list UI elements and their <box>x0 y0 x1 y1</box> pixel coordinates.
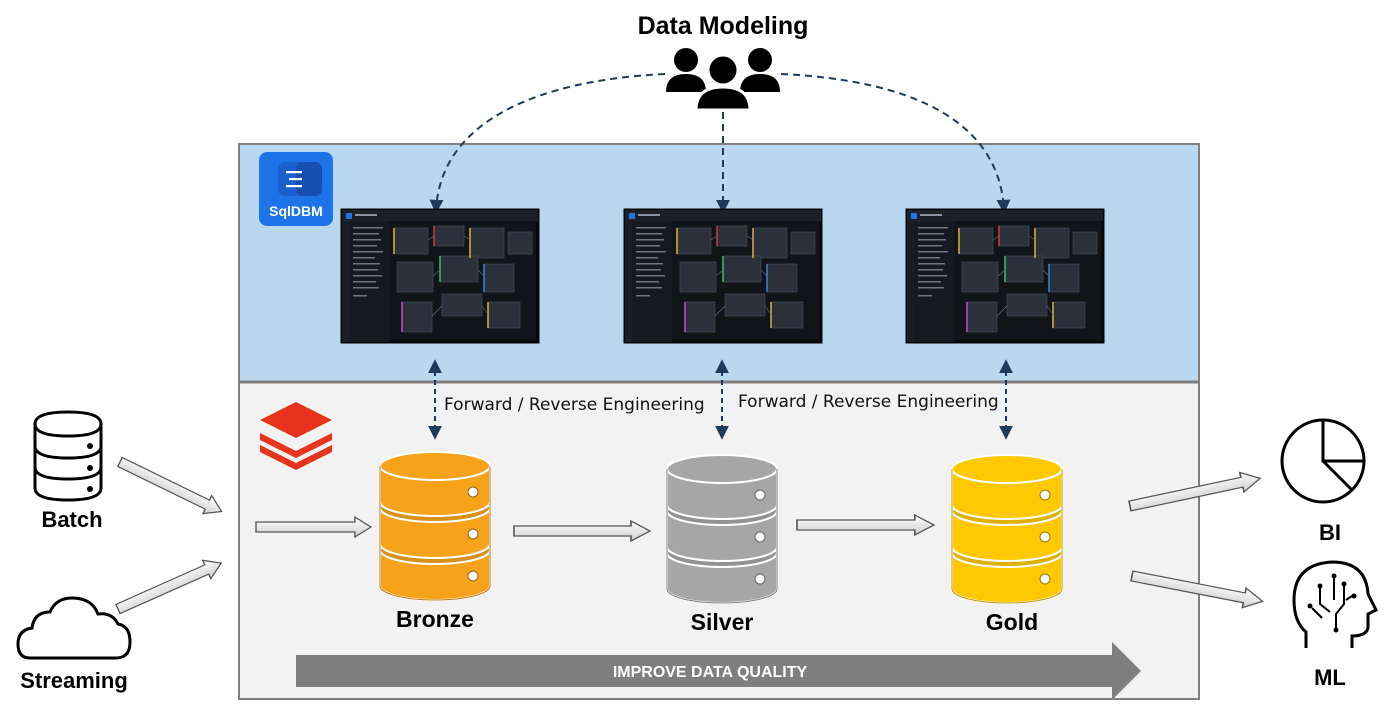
gold-schema-screenshot <box>905 208 1105 344</box>
ai-head-icon <box>1292 560 1379 648</box>
cylinder-indicator <box>467 528 479 540</box>
improve-quality-banner <box>296 642 1141 700</box>
improve-quality-text: IMPROVE DATA QUALITY <box>613 664 808 681</box>
cylinder-indicator <box>1039 531 1051 543</box>
cylinder-top <box>951 454 1063 484</box>
people-icon <box>666 48 780 112</box>
sync-arrows <box>428 359 1013 440</box>
cloud-icon <box>16 596 132 660</box>
page-title: Data Modeling <box>638 12 809 40</box>
cylinder-outline <box>666 469 778 604</box>
cylinder-indicator <box>467 570 479 582</box>
cylinder-outline <box>951 469 1063 604</box>
databricks-logo <box>260 402 332 470</box>
silver-database-icon <box>666 454 778 604</box>
cylinder-outline <box>379 466 491 601</box>
sync-label-silver-gold: Forward / Reverse Engineering <box>738 392 999 412</box>
cylinder-indicator <box>754 489 766 501</box>
bronze-schema-screenshot <box>340 208 540 344</box>
modeling-connectors <box>429 73 1011 214</box>
cylinder-indicator <box>1039 489 1051 501</box>
cylinder-indicator <box>754 573 766 585</box>
silver-schema-screenshot <box>623 208 823 344</box>
cylinder-indicator <box>467 486 479 498</box>
cylinder-top <box>379 451 491 481</box>
sqldbm-logo-text: SqlDBM <box>269 203 323 219</box>
layer-label-silver: Silver <box>691 609 754 635</box>
sqldbm-logo: SqlDBM <box>259 152 333 226</box>
database-icon <box>33 410 103 502</box>
cylinder-indicator <box>754 531 766 543</box>
gold-database-icon <box>951 454 1063 604</box>
cylinder-top <box>666 454 778 484</box>
output-label-bi: BI <box>1319 520 1341 545</box>
pie-chart-icon <box>1280 418 1366 504</box>
sync-label-bronze-silver: Forward / Reverse Engineering <box>444 395 705 415</box>
cylinder-indicator <box>1039 573 1051 585</box>
layer-label-gold: Gold <box>986 609 1038 635</box>
output-label-ml: ML <box>1314 665 1346 690</box>
bronze-database-icon <box>379 451 491 601</box>
source-label-streaming: Streaming <box>20 668 128 693</box>
layer-label-bronze: Bronze <box>396 606 474 632</box>
source-label-batch: Batch <box>41 507 102 532</box>
